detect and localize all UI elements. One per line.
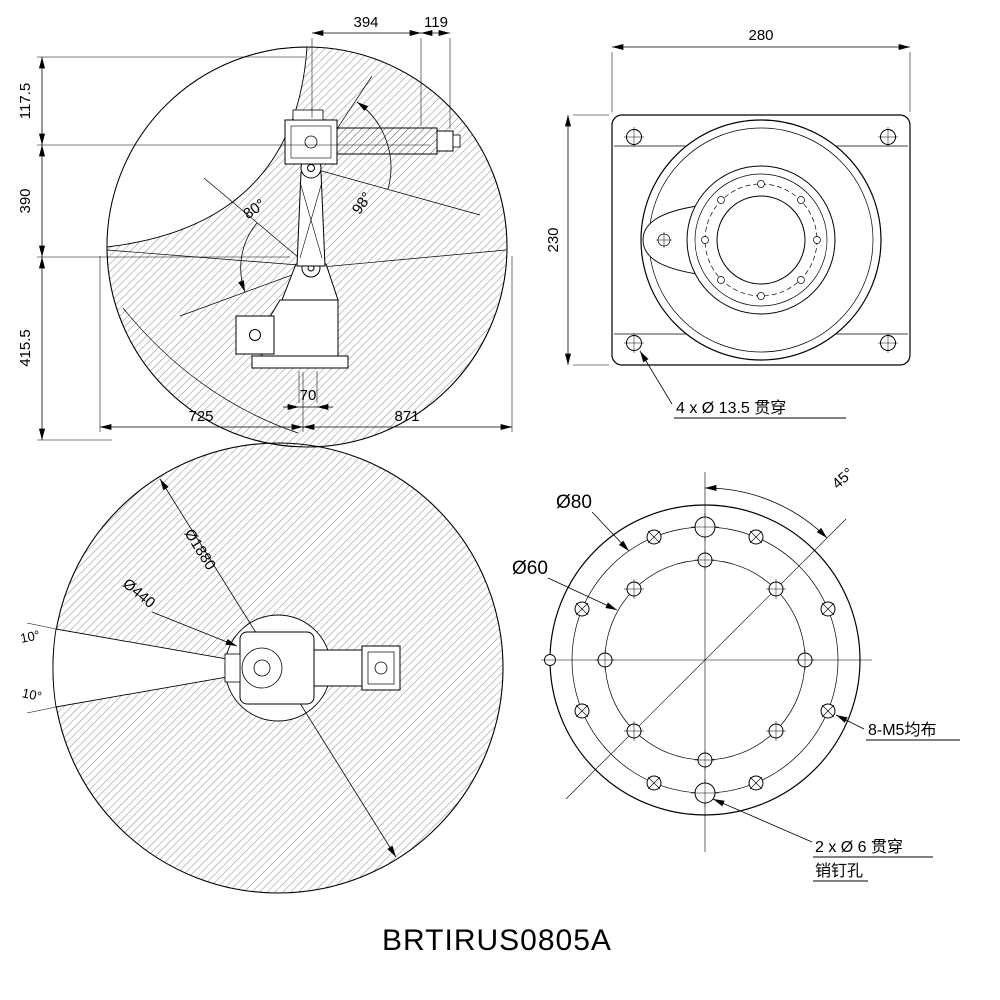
dim-117-5-label: 117.5: [17, 83, 34, 119]
angle-45-label: 45°: [829, 465, 857, 493]
dim-base-width: 280: [611, 27, 911, 112]
robot-tool-stub: [452, 134, 461, 148]
dim-119-label: 119: [424, 14, 448, 31]
spigot-hole: [766, 721, 786, 741]
dim-871-label: 871: [394, 408, 419, 425]
pin-note: 2 x Ø 6 贯穿 销钉孔: [712, 798, 933, 882]
m5-hole: [646, 529, 662, 545]
flange-view: 45° Ø80 Ø60 8-M5均布 2 x Ø 6 贯穿 销钉孔: [512, 465, 960, 882]
dia-60-label: Ø60: [512, 558, 548, 579]
robot-base-plate: [251, 355, 349, 369]
dim-top-offset: 119: [421, 14, 451, 129]
m5-hole: [574, 601, 590, 617]
robot-j1-motor: [235, 315, 275, 355]
m5-hole: [820, 703, 836, 719]
dim-230-label: 230: [545, 227, 562, 252]
base-mount-view: 280 230: [545, 27, 911, 419]
robot-forearm: [336, 127, 438, 155]
robot-j1-motor-cap: [249, 329, 261, 341]
robot-arm-top: [224, 631, 401, 705]
m5-hole: [646, 775, 662, 791]
dim-reach-rear: 725: [99, 256, 303, 432]
spigot-hole: [766, 579, 786, 599]
base-bolt-holes: [701, 180, 821, 300]
spigot-hole: [595, 650, 615, 670]
dim-70-label: 70: [300, 387, 317, 404]
robot-top-tool-axis: [374, 661, 388, 675]
dim-height-chain: 117.5 390 415.5: [17, 56, 430, 441]
robot-top-wrist-inner: [367, 651, 395, 685]
dim-reach-front: 871: [302, 256, 513, 432]
robot-j3-cap: [292, 109, 324, 121]
base-flange-ring: [694, 173, 828, 307]
work-envelope-inner-boundary: [106, 46, 308, 248]
deadzone-angles: 10° 10°: [19, 622, 57, 714]
robot-wrist-flange: [436, 130, 454, 152]
spigot-hole: [695, 750, 715, 770]
robot-elbow-pivot-center: [307, 164, 315, 172]
dim-dia-80: Ø80: [556, 492, 630, 552]
spigot-hole: [795, 650, 815, 670]
pin-note-label-2: 销钉孔: [815, 862, 863, 880]
side-view: 394 119 117.5 390 415.5 725: [17, 14, 513, 448]
dim-280-label: 280: [748, 27, 773, 44]
robot-top-axis-center: [253, 659, 271, 677]
angle-10-lower-label: 10°: [21, 685, 43, 704]
pin-hole-bottom: [691, 779, 719, 807]
dim-415-5-label: 415.5: [17, 329, 34, 367]
dim-base-center: 70: [283, 371, 333, 411]
spigot-hole: [624, 579, 644, 599]
dia-80-label: Ø80: [556, 492, 592, 513]
angle-10-upper-label: 10°: [19, 627, 41, 646]
robot-j3-axis: [304, 135, 318, 149]
pin-note-label-1: 2 x Ø 6 贯穿: [815, 838, 903, 856]
m5-hole: [748, 529, 764, 545]
spigot-hole: [695, 550, 715, 570]
robot-top-motor: [224, 653, 241, 683]
robot-j3-housing-inner: [290, 125, 332, 159]
construction-line-80-lower: [179, 267, 312, 317]
top-work-envelope-view: Ø1880 Ø440 10° 10°: [19, 442, 504, 894]
m5-hole: [820, 601, 836, 617]
arm-brace-line: [299, 181, 323, 259]
spigot-hole: [624, 721, 644, 741]
model-title: BRTIRUS0805A: [382, 924, 612, 957]
dim-top-span: 394: [311, 14, 422, 126]
m5-hole: [748, 775, 764, 791]
mount-holes-note-label: 4 x Ø 13.5 贯穿: [676, 399, 786, 417]
dim-725-label: 725: [188, 408, 213, 425]
robot-arm-side: [235, 109, 461, 369]
m5-note: 8-M5均布: [835, 714, 960, 741]
construction-line-98-a: [310, 167, 481, 216]
base-corner-holes: [624, 127, 898, 353]
centerline-diagonal: [565, 518, 847, 800]
envelope-arc-lower: [122, 307, 299, 434]
dim-dia-60: Ø60: [512, 558, 618, 611]
construction-line-left: [106, 249, 312, 267]
robot-shoulder-bracket: [281, 263, 339, 301]
m5-hole: [574, 703, 590, 719]
m5-note-label: 8-M5均布: [868, 721, 936, 739]
dim-394-label: 394: [353, 14, 378, 31]
construction-line-right: [310, 249, 507, 269]
dim-390-label: 390: [17, 188, 34, 213]
dim-base-depth: 230: [545, 114, 609, 366]
robot-top-arm: [313, 649, 363, 687]
mount-holes-note: 4 x Ø 13.5 贯穿: [639, 350, 846, 419]
base-center-bore: [716, 195, 806, 285]
construction-line-80-upper: [203, 177, 312, 269]
